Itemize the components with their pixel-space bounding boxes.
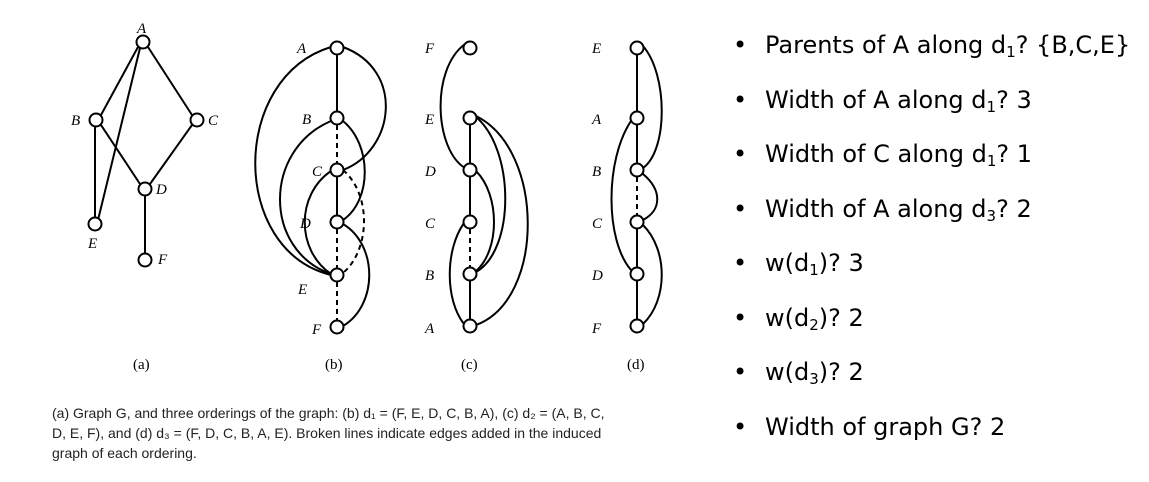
bullet-item: Width of A along d3? 2 [733, 186, 1130, 241]
node-c-B [462, 266, 478, 282]
edge-b-D-F [342, 223, 371, 327]
label-c-B: B [425, 268, 434, 284]
bullet-item: w(d1)? 3 [733, 240, 1130, 295]
edge-c-d [149, 124, 193, 185]
label-c-E: E [424, 112, 434, 128]
label-d-F: F [591, 321, 602, 337]
bullet-item: Width of C along d1? 1 [733, 131, 1130, 186]
edge-c-F-D [439, 43, 466, 169]
bullet-item: Width of A along d1? 3 [733, 77, 1130, 132]
label-a-B: B [71, 113, 80, 129]
node-b-D [329, 214, 345, 230]
caption-line-1: (a) Graph G, and three orderings of the … [52, 405, 605, 421]
node-d-A [629, 110, 645, 126]
caption-line-3: graph of each ordering. [52, 445, 197, 461]
label-b-B: B [302, 112, 311, 128]
subfig-label-d: (d) [627, 357, 645, 373]
label-d-A: A [591, 112, 602, 128]
edge-b-B-D [342, 120, 366, 221]
node-c-E [462, 110, 478, 126]
caption-line-2: D, E, F), and (d) d₃ = (F, D, C, B, A, E… [52, 425, 602, 441]
label-c-C: C [425, 216, 436, 232]
node-c-F [462, 40, 478, 56]
figure-caption: (a) Graph G, and three orderings of the … [52, 403, 692, 463]
edge-b-C-E-dashed [342, 169, 365, 274]
panel-b-ordering: A B C D E F (b) [254, 40, 387, 373]
subfig-label-a: (a) [133, 357, 150, 373]
node-a-C [189, 112, 205, 128]
label-a-D: D [155, 182, 167, 198]
label-b-F: F [311, 322, 322, 338]
node-d-E [629, 40, 645, 56]
label-b-C: C [312, 164, 323, 180]
node-a-B [88, 112, 104, 128]
edge-c-D-B [475, 170, 495, 272]
panel-c-ordering: F E D C B A (c) [424, 40, 529, 373]
node-c-C [462, 214, 478, 230]
label-d-C: C [592, 216, 603, 232]
subfig-label-c: (c) [461, 357, 478, 373]
node-a-F [137, 252, 153, 268]
node-d-F [629, 318, 645, 334]
node-d-C [629, 214, 645, 230]
edge-a-b [100, 46, 139, 116]
panel-a-graph: A B C D E F (a) [71, 21, 219, 373]
label-c-F: F [424, 41, 435, 57]
edge-b-C-E [303, 170, 332, 275]
bullet-item: w(d2)? 2 [733, 295, 1130, 350]
label-c-D: D [424, 164, 436, 180]
node-a-D [137, 181, 153, 197]
node-c-D [462, 162, 478, 178]
node-b-C [329, 162, 345, 178]
edge-c-C-A [448, 222, 465, 325]
node-d-D [629, 266, 645, 282]
label-d-B: B [592, 164, 601, 180]
subfig-label-b: (b) [325, 357, 343, 373]
edge-b-d [100, 124, 141, 185]
edge-d-E-B [642, 45, 663, 169]
edge-b-B-E [279, 120, 332, 275]
label-c-A: A [424, 321, 435, 337]
graph-figure: A B C D E F (a) A B C D [71, 21, 663, 373]
edge-a-e [97, 47, 141, 221]
edge-d-B-C [642, 173, 659, 221]
edge-b-A-C [342, 46, 387, 171]
node-d-B [629, 162, 645, 178]
edge-c-E-A [475, 115, 529, 326]
bullet-item: w(d3)? 2 [733, 349, 1130, 404]
label-b-D: D [299, 216, 311, 232]
edge-b-A-E [254, 46, 332, 276]
label-b-E: E [297, 282, 307, 298]
question-bullet-list: Parents of A along d1? {B,C,E} Width of … [733, 22, 1130, 458]
label-d-D: D [591, 268, 603, 284]
edge-d-C-F [642, 224, 663, 325]
label-a-F: F [157, 252, 168, 268]
node-a-A [135, 34, 151, 50]
label-a-C: C [208, 113, 219, 129]
label-d-E: E [591, 41, 601, 57]
panel-d-ordering: E A B C D F (d) [591, 40, 663, 373]
node-a-E [87, 216, 103, 232]
label-a-A: A [136, 21, 147, 37]
node-b-E [329, 267, 345, 283]
node-b-F [329, 319, 345, 335]
node-b-A [329, 40, 345, 56]
label-a-E: E [87, 236, 97, 252]
label-b-A: A [296, 41, 307, 57]
node-c-A [462, 318, 478, 334]
edge-d-A-D [610, 120, 632, 271]
bullet-item: Parents of A along d1? {B,C,E} [733, 22, 1130, 77]
edge-c-E-B [475, 116, 507, 273]
node-b-B [329, 110, 345, 126]
edge-a-c [147, 46, 193, 116]
bullet-item: Width of graph G? 2 [733, 404, 1130, 459]
